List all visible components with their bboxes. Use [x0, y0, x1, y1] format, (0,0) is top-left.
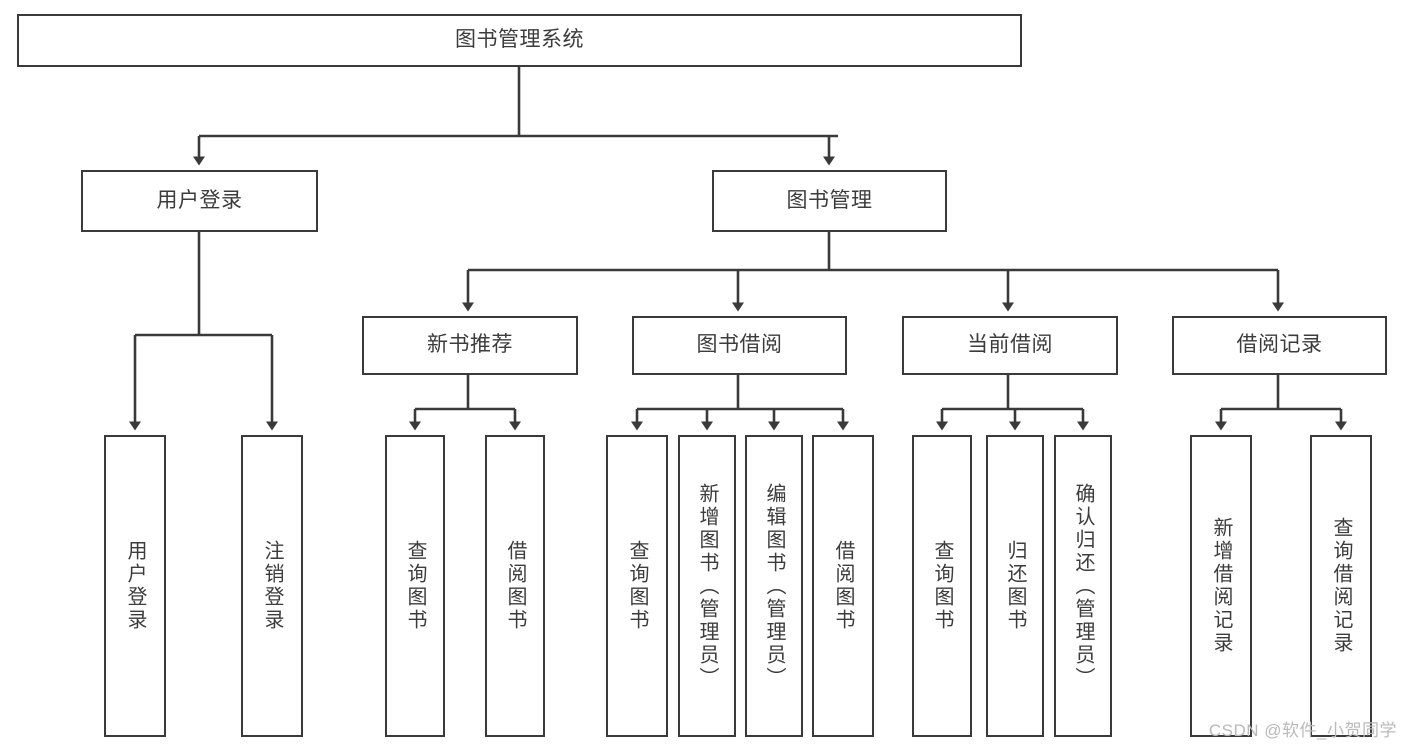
node-user-login[interactable]: 用户登录 [81, 170, 318, 232]
node-leaf-confirm-return-admin[interactable]: 确认归还（管理员） [1054, 435, 1112, 737]
node-leaf-query-book-current[interactable]: 查询图书 [912, 435, 972, 737]
node-book-mgmt-label: 图书管理 [786, 188, 873, 212]
node-leaf-query-borrow-record[interactable]: 查询借阅记录 [1310, 435, 1372, 737]
node-book-borrow-label: 图书借阅 [696, 333, 783, 357]
node-borrow-record-label: 借阅记录 [1236, 333, 1323, 357]
node-leaf-borrow-book-rec-label: 借阅图书 [504, 540, 526, 632]
node-leaf-edit-book-admin-label: 编辑图书（管理员） [763, 482, 785, 690]
watermark: CSDN @软件_小贺同学 [1208, 721, 1397, 740]
node-leaf-query-book-borrow-label: 查询图书 [626, 540, 648, 632]
node-leaf-add-borrow-record-label: 新增借阅记录 [1210, 517, 1232, 655]
node-book-borrow[interactable]: 图书借阅 [632, 316, 847, 375]
node-new-book-rec[interactable]: 新书推荐 [362, 316, 578, 375]
node-book-mgmt[interactable]: 图书管理 [712, 170, 947, 232]
node-borrow-record[interactable]: 借阅记录 [1172, 316, 1387, 375]
node-new-book-rec-label: 新书推荐 [427, 333, 513, 357]
node-leaf-query-book-borrow[interactable]: 查询图书 [606, 435, 668, 737]
node-user-login-label: 用户登录 [156, 188, 243, 212]
node-leaf-add-book-admin[interactable]: 新增图书（管理员） [678, 435, 736, 737]
node-leaf-confirm-return-admin-label: 确认归还（管理员） [1072, 482, 1094, 690]
node-leaf-borrow-book[interactable]: 借阅图书 [812, 435, 874, 737]
node-leaf-query-borrow-record-label: 查询借阅记录 [1330, 517, 1352, 655]
node-leaf-borrow-book-label: 借阅图书 [832, 540, 854, 632]
node-leaf-borrow-book-rec[interactable]: 借阅图书 [485, 435, 545, 737]
node-leaf-query-book-rec[interactable]: 查询图书 [385, 435, 445, 737]
node-leaf-return-book[interactable]: 归还图书 [986, 435, 1044, 737]
node-leaf-user-login-label: 用户登录 [124, 540, 146, 632]
node-current-borrow-label: 当前借阅 [967, 333, 1053, 357]
node-leaf-add-borrow-record[interactable]: 新增借阅记录 [1190, 435, 1252, 737]
node-root[interactable]: 图书管理系统 [17, 14, 1022, 67]
node-leaf-query-book-rec-label: 查询图书 [404, 540, 426, 632]
node-root-label: 图书管理系统 [455, 28, 584, 52]
node-leaf-return-book-label: 归还图书 [1004, 540, 1026, 632]
node-current-borrow[interactable]: 当前借阅 [902, 316, 1118, 375]
node-leaf-query-book-current-label: 查询图书 [931, 540, 953, 632]
node-leaf-user-logout[interactable]: 注销登录 [241, 435, 303, 737]
node-leaf-add-book-admin-label: 新增图书（管理员） [696, 482, 718, 690]
node-leaf-user-logout-label: 注销登录 [261, 540, 283, 632]
node-leaf-edit-book-admin[interactable]: 编辑图书（管理员） [745, 435, 803, 737]
node-leaf-user-login[interactable]: 用户登录 [104, 435, 166, 737]
